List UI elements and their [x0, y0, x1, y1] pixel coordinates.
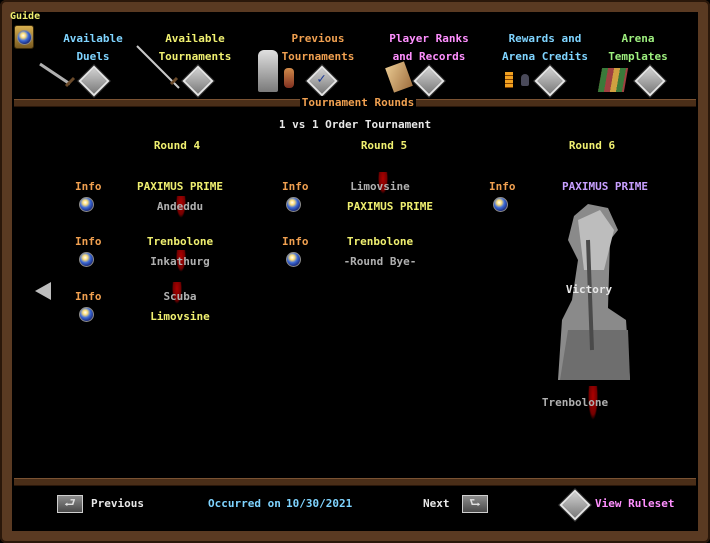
info-label: Info [75, 180, 102, 193]
nav-label-line2: Templates [608, 50, 668, 63]
match-winner: PAXIMUS PRIME [136, 180, 224, 193]
guide-gem-icon [17, 30, 32, 45]
nav-label-line1: Player Ranks [389, 32, 469, 45]
blood-splatter [588, 386, 598, 420]
bag-icon [521, 74, 529, 86]
previous-button[interactable]: ⮐ [57, 495, 83, 513]
match-loser: Trenbolone [541, 396, 609, 409]
guide-button[interactable] [14, 25, 34, 49]
info-button[interactable] [493, 197, 508, 212]
nav-previous-tournaments[interactable]: Previous Tournaments [276, 30, 360, 66]
blood-splatter [378, 172, 388, 194]
nav-label-line2: Tournaments [158, 50, 232, 63]
nav-player-ranks[interactable]: Player Ranks and Records [386, 30, 472, 66]
nav-label-line2: Duels [76, 50, 110, 63]
nav-rewards[interactable]: Rewards and Arena Credits [500, 30, 590, 66]
previous-label[interactable]: Previous [91, 497, 144, 510]
info-label: Info [75, 290, 102, 303]
match-loser: Limovsine [350, 180, 410, 193]
info-button[interactable] [79, 252, 94, 267]
arrow-right-icon: ⮑ [469, 496, 481, 511]
info-label: Info [282, 180, 309, 193]
info-button[interactable] [286, 252, 301, 267]
nav-label-line1: Previous [291, 32, 345, 45]
scroll-left-arrow-icon[interactable] [35, 282, 51, 300]
match-winner: Limovsine [150, 310, 210, 323]
knight-icon [258, 50, 278, 92]
round-4-header: Round 4 [153, 139, 201, 152]
nav-label-line2: Arena Credits [501, 50, 589, 63]
guide-label: Guide [10, 11, 41, 22]
nav-arena-templates[interactable]: Arena Templates [606, 30, 670, 66]
round-5-header: Round 5 [360, 139, 408, 152]
match-loser: -Round Bye- [343, 255, 417, 268]
credits-icon [505, 72, 513, 88]
nav-label-line1: Rewards and [508, 32, 582, 45]
match-loser: Andeddu [156, 200, 204, 213]
nav-label-line2: Tournaments [281, 50, 355, 63]
view-ruleset-label[interactable]: View Ruleset [595, 497, 675, 510]
sword-icon [38, 60, 78, 90]
info-label: Info [282, 235, 309, 248]
occurred-date: 10/30/2021 [286, 497, 353, 510]
blood-splatter [172, 282, 182, 304]
blood-splatter [176, 196, 186, 218]
tournament-name: 1 vs 1 Order Tournament [278, 118, 432, 131]
next-label[interactable]: Next [423, 497, 450, 510]
nav-available-duels[interactable]: Available Duels [56, 30, 130, 66]
spear-icon [133, 42, 183, 92]
match-winner: PAXIMUS PRIME [346, 200, 434, 213]
match-winner: Trenbolone [346, 235, 414, 248]
info-label: Info [489, 180, 516, 193]
next-button[interactable]: ⮑ [462, 495, 488, 513]
match-loser: Scuba [163, 290, 197, 303]
match-winner: PAXIMUS PRIME [561, 180, 649, 193]
info-label: Info [75, 235, 102, 248]
match-winner: Trenbolone [146, 235, 214, 248]
nav-label-line2: and Records [392, 50, 466, 63]
occurred-label: Occurred on [208, 497, 281, 510]
match-loser: Inkathurg [150, 255, 210, 268]
nav-label-line1: Arena [621, 32, 655, 45]
info-button[interactable] [79, 197, 94, 212]
nav-label-line1: Available [63, 32, 123, 45]
info-button[interactable] [79, 307, 94, 322]
victory-label: Victory [565, 283, 613, 296]
section-title: Tournament Rounds [300, 96, 416, 109]
nav-label-line1: Available [165, 32, 225, 45]
blood-splatter [176, 250, 186, 272]
books-icon [597, 68, 629, 92]
hourglass-icon [284, 68, 294, 88]
info-button[interactable] [286, 197, 301, 212]
arrow-left-icon: ⮐ [64, 496, 76, 511]
victory-statue-icon [548, 200, 640, 380]
round-6-header: Round 6 [568, 139, 616, 152]
nav-available-tournaments[interactable]: Available Tournaments [150, 30, 240, 66]
footer-divider [14, 478, 696, 486]
